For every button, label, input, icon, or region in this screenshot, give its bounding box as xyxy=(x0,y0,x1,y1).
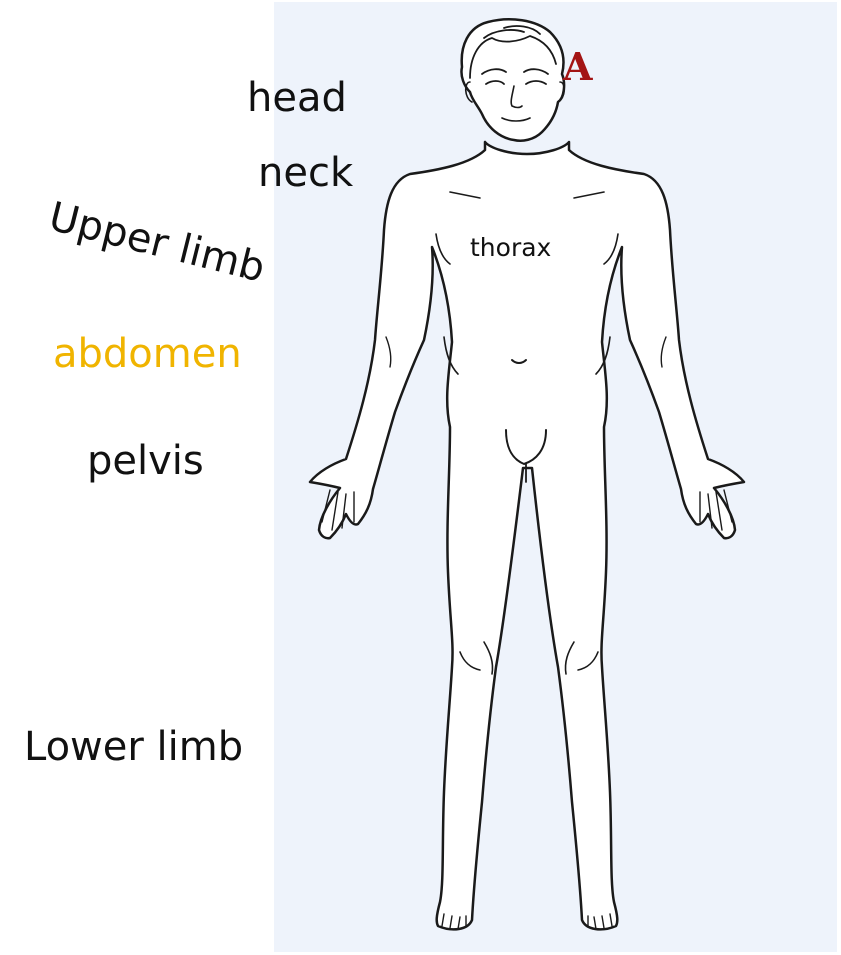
label-thorax: thorax xyxy=(470,235,551,260)
label-abdomen: abdomen xyxy=(53,334,242,374)
label-pelvis: pelvis xyxy=(87,441,204,481)
label-lower-limb: Lower limb xyxy=(24,727,243,767)
label-upper-limb: Upper limb xyxy=(45,197,269,289)
human-body-figure xyxy=(274,2,837,952)
label-head: head xyxy=(247,78,347,118)
label-neck: neck xyxy=(258,153,353,193)
head-outline xyxy=(461,19,564,140)
figure-letter: A xyxy=(563,48,592,86)
